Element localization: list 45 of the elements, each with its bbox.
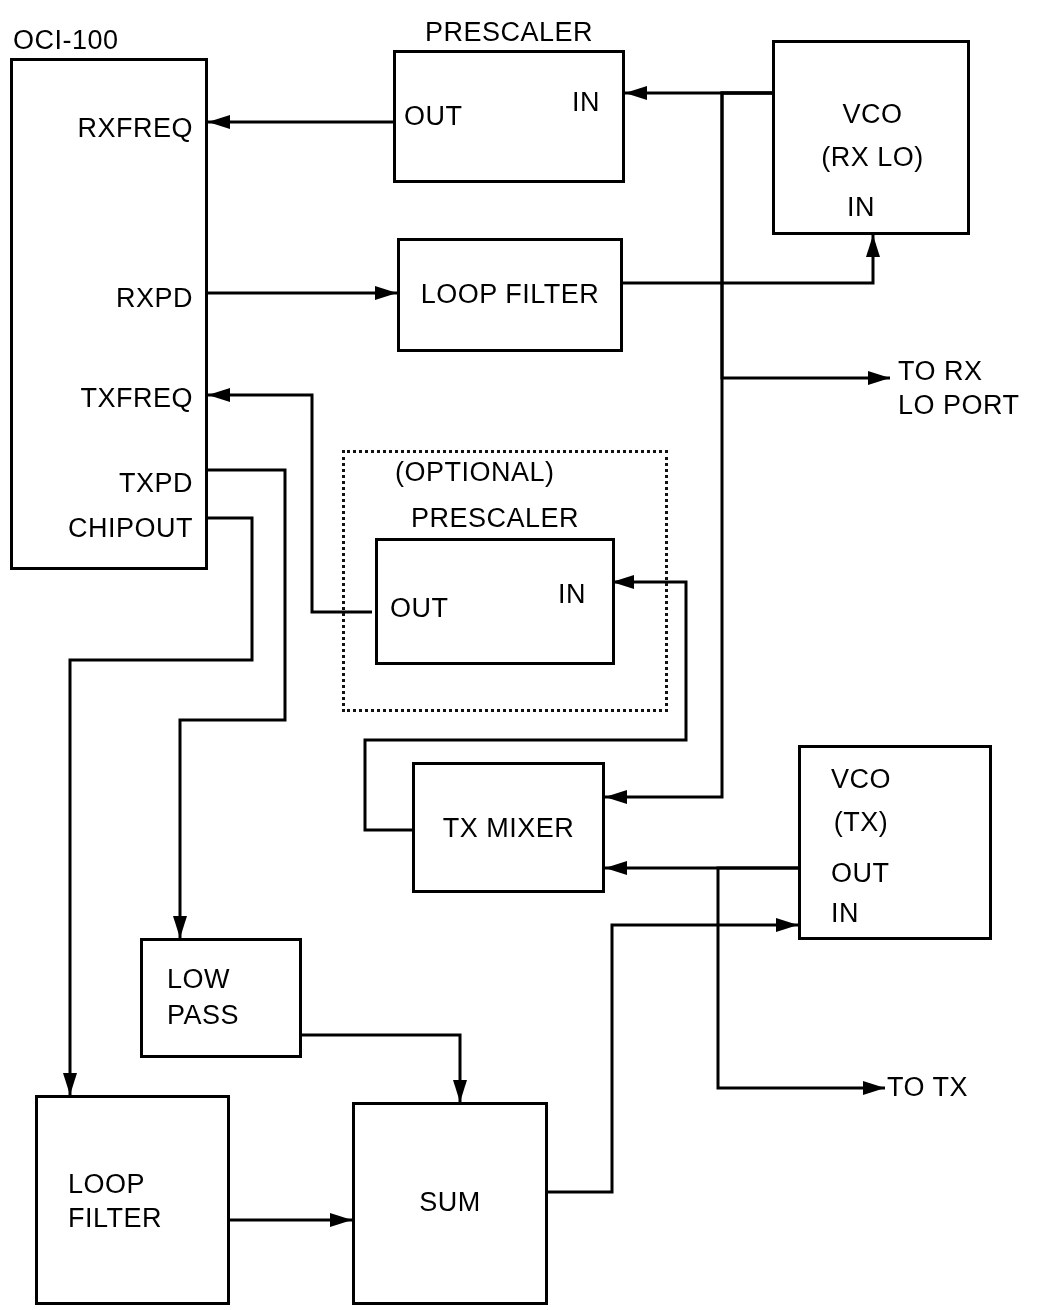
block-box xyxy=(352,1102,548,1305)
block-title: VCO (TX) xyxy=(830,763,892,840)
block-box xyxy=(140,938,302,1058)
port-label: RXPD xyxy=(116,282,193,315)
arrow xyxy=(302,1033,467,1102)
port-label: TXFREQ xyxy=(80,382,193,415)
block-title: OCI-100 xyxy=(13,24,119,57)
port-label: IN xyxy=(847,191,875,224)
block-label: LOW PASS xyxy=(167,963,241,1033)
arrow xyxy=(548,918,798,1194)
port-label: IN xyxy=(558,578,586,611)
port-label: CHIPOUT xyxy=(68,512,193,545)
block-label: (OPTIONAL) xyxy=(395,456,555,489)
arrow xyxy=(716,866,885,1095)
arrow xyxy=(720,91,890,385)
arrow xyxy=(173,468,287,938)
block-label: SUM xyxy=(418,1186,482,1219)
block-label: TO RX LO PORT xyxy=(898,355,1021,422)
dotted-group-box xyxy=(342,450,668,712)
arrow xyxy=(208,286,397,300)
port-label: IN xyxy=(572,86,600,119)
block-box xyxy=(412,762,605,893)
port-label: TXPD xyxy=(119,467,193,500)
port-label: OUT xyxy=(404,100,463,133)
block-box xyxy=(772,40,970,235)
arrow xyxy=(623,235,880,285)
port-label: RXFREQ xyxy=(77,112,193,145)
arrow xyxy=(208,388,372,614)
block-title: PRESCALER xyxy=(423,16,595,49)
block-label: TO TX xyxy=(887,1071,969,1104)
block-box xyxy=(35,1095,230,1305)
arrow xyxy=(63,516,254,1095)
port-label: OUT xyxy=(390,592,449,625)
arrow xyxy=(208,115,393,129)
block-title: VCO (RX LO) xyxy=(820,98,925,175)
port-label: OUT xyxy=(831,857,890,890)
port-label: IN xyxy=(831,897,859,930)
block-title: PRESCALER xyxy=(409,502,581,535)
arrow xyxy=(230,1213,352,1227)
block-label: LOOP FILTER xyxy=(68,1168,163,1235)
block-box xyxy=(397,238,623,352)
block-box xyxy=(798,745,992,940)
arrow xyxy=(363,575,688,832)
block-label: TX MIXER xyxy=(441,812,576,845)
block-label: LOOP FILTER xyxy=(419,278,601,311)
